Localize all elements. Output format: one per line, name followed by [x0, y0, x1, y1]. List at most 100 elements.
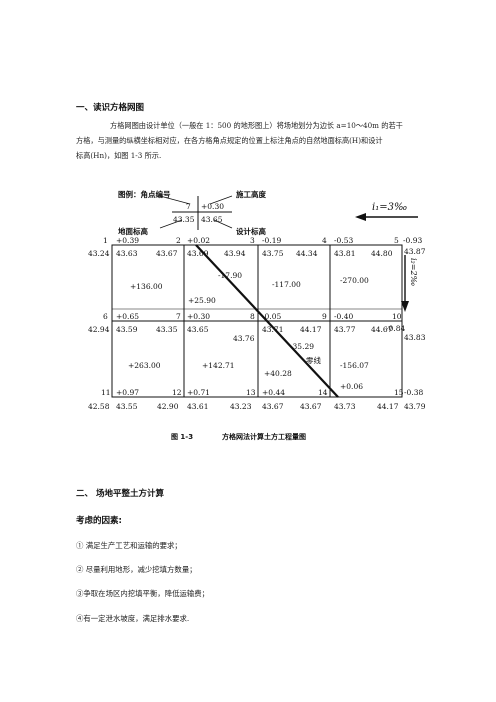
corner-5: 5	[394, 236, 399, 245]
height-6: +0.65	[116, 312, 139, 321]
ground-12: 42.90	[157, 402, 179, 411]
ground-1: 43.24	[88, 249, 110, 258]
volume-cell-4: -270.00	[340, 276, 369, 285]
corner-7: 7	[176, 312, 181, 321]
arrow-left-icon	[355, 213, 366, 221]
design-11: 43.55	[116, 402, 138, 411]
paragraph-line-3: 标高(Hn)，如图 1-3 所示.	[76, 151, 162, 160]
ground-14: 43.67	[300, 402, 322, 411]
height-13: +0.44	[262, 388, 285, 397]
volume-cell-2-cut: -17.90	[218, 271, 242, 280]
corner-3: 3	[250, 236, 255, 245]
slope-i2: i₂=2‰	[401, 255, 418, 312]
volume-cell-7-fill: +40.28	[264, 369, 292, 378]
section-1-heading: 一、读识方格网图	[76, 103, 145, 113]
design-elevations: 43.63 43.69 43.75 43.81 43.87 43.59 43.6…	[116, 247, 426, 411]
ground-7: 43.35	[156, 325, 178, 334]
slope-i2-label: i₂=2‰	[409, 258, 418, 287]
ground-4: 44.34	[296, 249, 318, 258]
ground-8: 43.76	[233, 334, 255, 343]
corner-2: 2	[176, 236, 181, 245]
arrow-down-icon	[401, 301, 409, 312]
legend-ground-elevation: 地面标高	[118, 226, 148, 236]
grid-lines	[111, 244, 403, 398]
legend-title: 图例：角点编号	[118, 189, 171, 199]
paragraph-line-2: 方格，与测量的纵横坐标相对应，在各方格角点规定的位置上标注角点的自然地面标高(H…	[76, 136, 383, 145]
corner-8: 8	[250, 312, 255, 321]
design-8: 43.71	[262, 325, 283, 334]
ground-13: 43.23	[230, 402, 252, 411]
height-10: -0.84	[386, 324, 405, 333]
ground-6: 42.94	[88, 325, 110, 334]
height-3: -0.19	[262, 236, 281, 245]
volume-cell-7-cut: -35.29	[290, 342, 314, 351]
volume-cell-1: +136.00	[130, 282, 163, 291]
design-2: 43.69	[187, 249, 209, 258]
paragraph-line-1: 方格网图由设计单位（一般在 1：500 的地形图上）将场地划分为边长 a=10～…	[110, 121, 403, 130]
corner-1: 1	[103, 236, 108, 245]
height-1: +0.39	[116, 236, 139, 245]
ground-10: 44.67	[371, 325, 393, 334]
design-3: 43.75	[262, 249, 284, 258]
height-12: +0.71	[187, 388, 210, 397]
section-2-heading: 二、 场地平整土方计算	[76, 489, 164, 499]
corner-4: 4	[322, 236, 327, 245]
design-1: 43.63	[116, 249, 138, 258]
volume-cell-3: -117.00	[272, 280, 301, 289]
corner-10: 10	[392, 312, 402, 321]
ground-2: 43.67	[156, 249, 178, 258]
corner-11: 11	[101, 388, 111, 397]
design-9: 43.77	[334, 325, 356, 334]
grid-figure: 图例：角点编号 施工高度 地面标高 设计标高 7 +0.30 43.35 43.…	[88, 189, 426, 411]
slope-i1-label: i₁=3‰	[372, 202, 407, 213]
legend-ground: 43.35	[173, 215, 195, 224]
ground-elevations: 43.24 43.67 43.94 44.34 44.80 42.94 43.3…	[88, 249, 399, 411]
design-6: 43.59	[116, 325, 138, 334]
corner-9: 9	[322, 312, 327, 321]
zero-line-label: 零线	[306, 355, 321, 365]
height-4: -0.53	[334, 236, 353, 245]
legend-construction-height: 施工高度	[236, 189, 266, 199]
section-2-subheading: 考虑的因素:	[76, 516, 122, 526]
legend-height: +0.30	[201, 202, 224, 211]
height-8: -0.05	[262, 312, 281, 321]
volume-cell-6: +142.71	[202, 361, 235, 370]
construction-heights: +0.39 +0.02 -0.19 -0.53 -0.93 +0.65 +0.3…	[116, 236, 423, 397]
design-14: 43.73	[334, 402, 356, 411]
factor-item-3: ③争取在场区内挖填平衡，降低运输费；	[76, 589, 210, 598]
corner-numbers: 1 2 3 4 5 6 7 8 9 10 11 12 13 14 15	[101, 236, 404, 397]
height-14: +0.06	[340, 382, 363, 391]
ground-11: 42.58	[88, 402, 110, 411]
ground-3: 43.94	[224, 249, 246, 258]
figure-caption-text: 方格网法计算土方工程量图	[222, 433, 306, 441]
height-9: -0.40	[334, 312, 353, 321]
factor-item-2: ② 尽量利用地形，减少挖填方数量；	[76, 565, 197, 574]
design-12: 43.61	[187, 402, 208, 411]
corner-12: 12	[172, 388, 182, 397]
height-15: -0.38	[404, 388, 423, 397]
ground-5: 44.80	[371, 249, 393, 258]
legend: 图例：角点编号 施工高度 地面标高 设计标高 7 +0.30 43.35 43.…	[118, 189, 266, 236]
height-7: +0.30	[187, 312, 210, 321]
corner-6: 6	[103, 312, 108, 321]
design-13: 43.67	[262, 402, 284, 411]
height-5: -0.93	[403, 236, 422, 245]
design-10: 43.83	[404, 333, 426, 342]
volume-cell-2-fill: +25.90	[188, 296, 216, 305]
slope-i1: i₁=3‰	[355, 202, 418, 221]
design-7: 43.65	[187, 325, 209, 334]
zero-line	[195, 244, 339, 398]
design-5: 43.87	[404, 247, 426, 256]
volume-cell-5: +263.00	[128, 361, 161, 370]
corner-14: 14	[318, 388, 328, 397]
legend-design-elevation: 设计标高	[236, 226, 266, 236]
earthwork-volumes: +136.00 -17.90 +25.90 -117.00 -270.00 +2…	[128, 271, 369, 378]
legend-design: 43.65	[201, 215, 223, 224]
height-2: +0.02	[187, 236, 210, 245]
volume-cell-8: -156.07	[340, 361, 369, 370]
figure-caption-number: 图 1-3	[171, 433, 194, 441]
corner-15: 15	[394, 388, 404, 397]
design-4: 43.81	[334, 249, 355, 258]
factor-item-1: ① 满足生产工艺和运输的要求；	[76, 541, 182, 550]
legend-corner-number: 7	[186, 202, 191, 211]
